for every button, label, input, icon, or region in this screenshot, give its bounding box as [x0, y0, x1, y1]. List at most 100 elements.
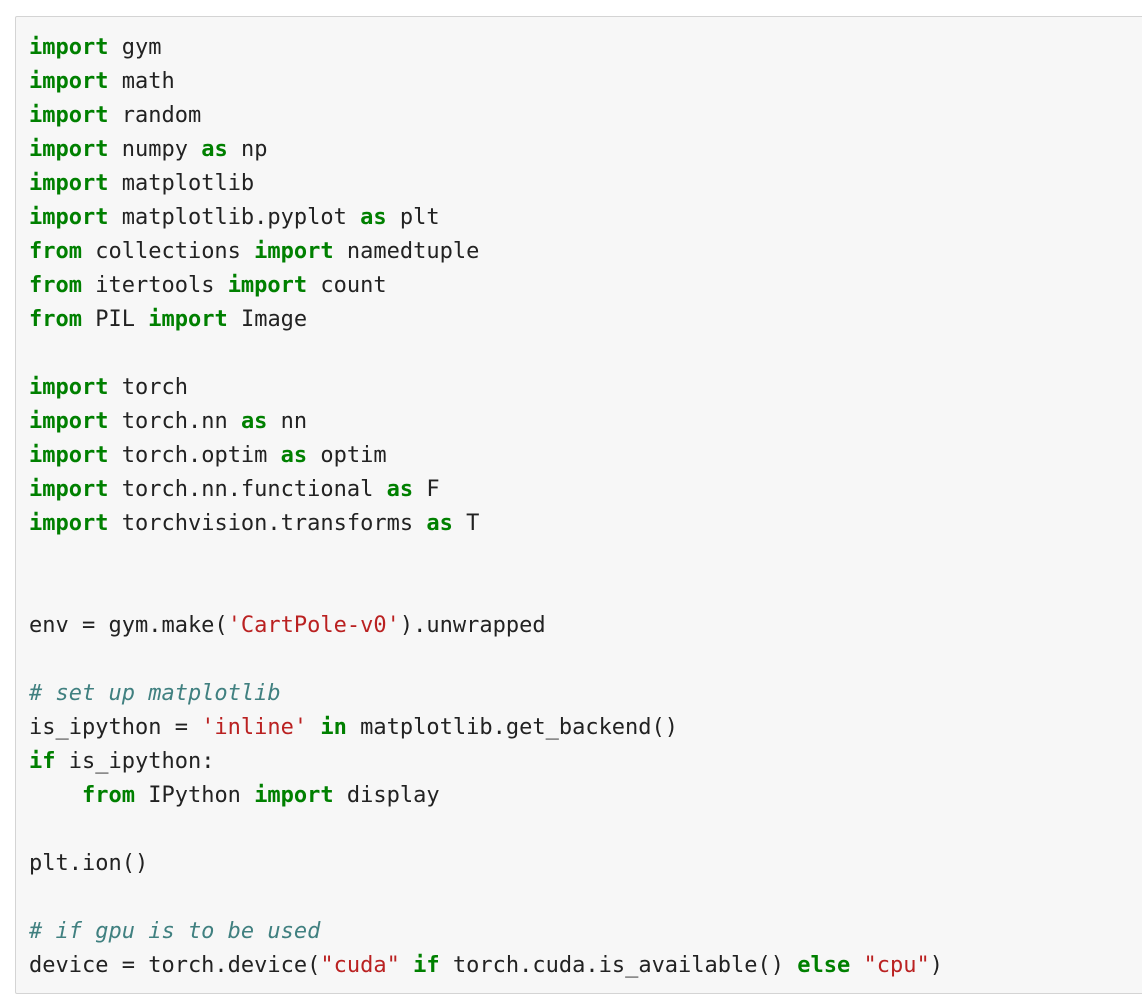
- code-token: ): [929, 953, 943, 978]
- code-line[interactable]: import torch: [29, 371, 1142, 405]
- keyword-token: import: [29, 443, 109, 468]
- code-line[interactable]: [29, 643, 1142, 677]
- comment-token: # set up matplotlib: [29, 681, 281, 706]
- code-line[interactable]: import torch.nn.functional as F: [29, 473, 1142, 507]
- code-token: matplotlib.get_backend(): [346, 715, 679, 740]
- keyword-token: import: [227, 273, 308, 298]
- code-token: itertools: [81, 273, 228, 298]
- code-token: matplotlib: [108, 171, 255, 196]
- code-token: F: [413, 477, 440, 502]
- keyword-token: import: [29, 511, 109, 536]
- code-line[interactable]: import random: [29, 99, 1142, 133]
- code-token: plt: [386, 205, 440, 230]
- keyword-token: as: [201, 137, 228, 162]
- keyword-token: import: [29, 477, 109, 502]
- code-token: device = torch.device(: [29, 953, 321, 978]
- keyword-token: from: [29, 239, 82, 264]
- code-line[interactable]: import torch.nn as nn: [29, 405, 1142, 439]
- code-line[interactable]: env = gym.make('CartPole-v0').unwrapped: [29, 609, 1142, 643]
- code-token: T: [452, 511, 480, 536]
- code-token: torch: [108, 375, 188, 400]
- code-line[interactable]: device = torch.device("cuda" if torch.cu…: [29, 949, 1142, 983]
- code-token: env = gym.make(: [29, 613, 228, 638]
- keyword-token: import: [29, 35, 109, 60]
- code-token: IPython: [134, 783, 255, 808]
- code-line[interactable]: # if gpu is to be used: [29, 915, 1142, 949]
- string-token: "cuda": [320, 953, 400, 978]
- code-token: torch.nn.functional: [108, 477, 387, 502]
- code-token: namedtuple: [333, 239, 480, 264]
- keyword-token: from: [29, 307, 82, 332]
- keyword-token: in: [320, 715, 347, 740]
- keyword-token: import: [29, 375, 109, 400]
- code-line[interactable]: from collections import namedtuple: [29, 235, 1142, 269]
- code-line[interactable]: import numpy as np: [29, 133, 1142, 167]
- code-token: matplotlib.pyplot: [108, 205, 361, 230]
- keyword-token: from: [29, 273, 82, 298]
- code-token: nn: [267, 409, 308, 434]
- code-line[interactable]: import torchvision.transforms as T: [29, 507, 1142, 541]
- keyword-token: as: [280, 443, 308, 468]
- code-token: [400, 953, 413, 978]
- code-line[interactable]: # set up matplotlib: [29, 677, 1142, 711]
- code-token: random: [108, 103, 202, 128]
- code-line[interactable]: from IPython import display: [29, 779, 1142, 813]
- code-token: [307, 715, 320, 740]
- code-token: is_ipython =: [29, 715, 202, 740]
- keyword-token: as: [386, 477, 414, 502]
- code-token: gym: [108, 35, 162, 60]
- code-line[interactable]: is_ipython = 'inline' in matplotlib.get_…: [29, 711, 1142, 745]
- code-line[interactable]: import math: [29, 65, 1142, 99]
- code-line[interactable]: import torch.optim as optim: [29, 439, 1142, 473]
- keyword-token: import: [29, 171, 109, 196]
- code-line[interactable]: from itertools import count: [29, 269, 1142, 303]
- code-token: torch.cuda.is_available(): [439, 953, 798, 978]
- code-token: numpy: [108, 137, 202, 162]
- code-line[interactable]: [29, 337, 1142, 371]
- keyword-token: import: [254, 239, 334, 264]
- code-token: torch.optim: [108, 443, 281, 468]
- string-token: 'inline': [201, 715, 308, 740]
- code-token: np: [227, 137, 268, 162]
- keyword-token: if: [413, 953, 440, 978]
- code-token: PIL: [81, 307, 149, 332]
- code-line[interactable]: import matplotlib: [29, 167, 1142, 201]
- code-token: torch.nn: [108, 409, 241, 434]
- code-line[interactable]: [29, 541, 1142, 575]
- keyword-token: import: [29, 137, 109, 162]
- keyword-token: import: [29, 205, 109, 230]
- code-line[interactable]: [29, 813, 1142, 847]
- code-token: math: [108, 69, 175, 94]
- keyword-token: as: [426, 511, 453, 536]
- code-token: is_ipython:: [55, 749, 215, 774]
- code-token: [850, 953, 863, 978]
- code-token: Image: [227, 307, 308, 332]
- code-token: [29, 783, 82, 808]
- code-line[interactable]: from PIL import Image: [29, 303, 1142, 337]
- code-line[interactable]: plt.ion(): [29, 847, 1142, 881]
- code-token: plt.ion(): [29, 851, 149, 876]
- code-line[interactable]: if is_ipython:: [29, 745, 1142, 779]
- code-token: collections: [81, 239, 255, 264]
- keyword-token: import: [254, 783, 334, 808]
- code-token: torchvision.transforms: [108, 511, 427, 536]
- code-line[interactable]: [29, 575, 1142, 609]
- code-line[interactable]: [29, 881, 1142, 915]
- code-line[interactable]: import gym: [29, 31, 1142, 65]
- code-token: ).unwrapped: [399, 613, 546, 638]
- code-token: count: [307, 273, 387, 298]
- string-token: 'CartPole-v0': [227, 613, 400, 638]
- keyword-token: import: [29, 409, 109, 434]
- string-token: "cpu": [863, 953, 930, 978]
- keyword-token: import: [29, 69, 109, 94]
- keyword-token: from: [81, 783, 135, 808]
- code-line[interactable]: import matplotlib.pyplot as plt: [29, 201, 1142, 235]
- code-token: optim: [307, 443, 387, 468]
- keyword-token: if: [29, 749, 56, 774]
- keyword-token: as: [360, 205, 387, 230]
- keyword-token: as: [240, 409, 268, 434]
- code-token: display: [333, 783, 440, 808]
- keyword-token: import: [148, 307, 228, 332]
